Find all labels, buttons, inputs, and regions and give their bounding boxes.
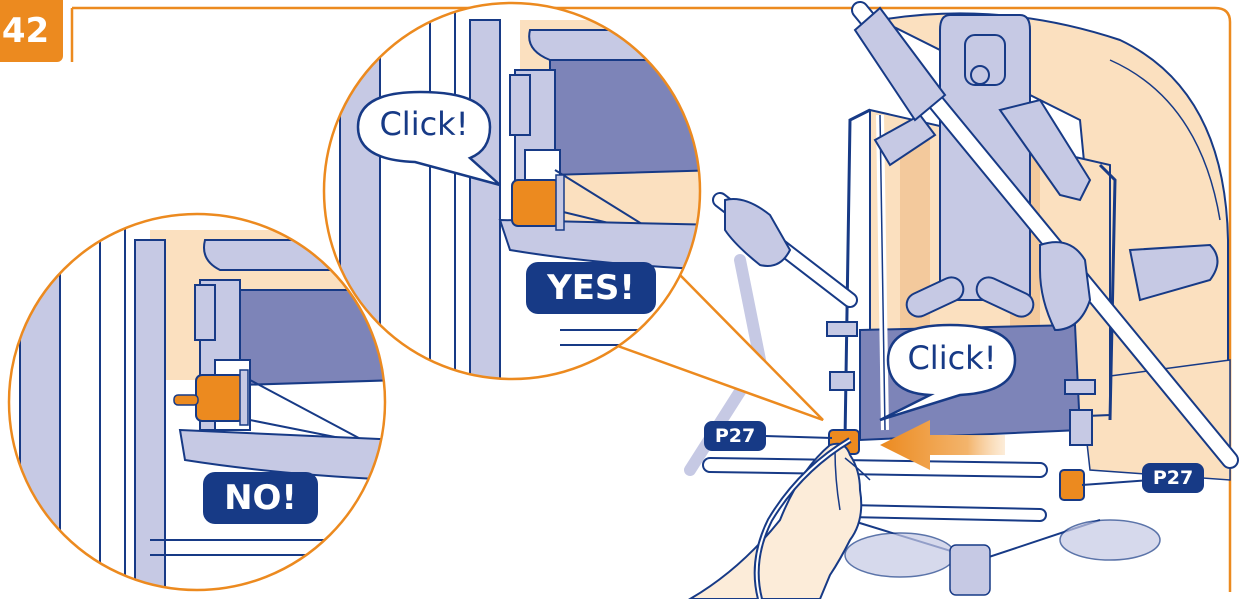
click-text-main: Click! bbox=[890, 338, 1014, 378]
leader-line-right bbox=[1082, 480, 1150, 485]
step-number: 42 bbox=[0, 0, 63, 62]
stroller-illustration bbox=[690, 8, 1230, 599]
click-text-top: Click! bbox=[360, 104, 488, 144]
part-tag-left: P27 bbox=[704, 421, 766, 451]
yes-label: YES! bbox=[526, 262, 656, 314]
orange-clip-yes bbox=[512, 180, 560, 226]
orange-clip-right bbox=[1060, 470, 1084, 500]
leader-line-left bbox=[765, 436, 832, 438]
no-label: NO! bbox=[203, 472, 318, 524]
part-tag-right: P27 bbox=[1142, 463, 1204, 493]
orange-clip-no bbox=[196, 375, 244, 421]
